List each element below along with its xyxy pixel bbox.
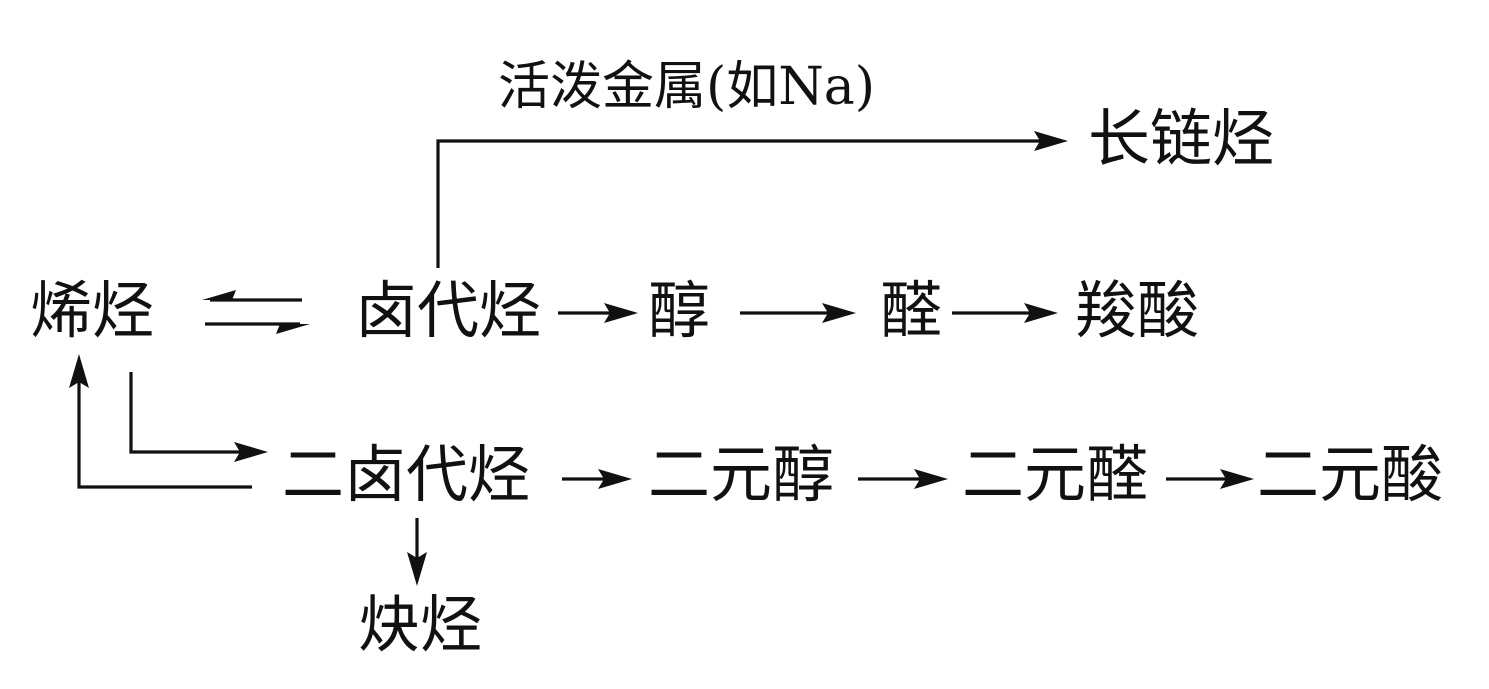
- node-long-chain-alkane: 长链烃: [1088, 102, 1274, 175]
- arrow-head-left: [202, 290, 236, 300]
- arrow-dialdehyde-to-diacid: [1166, 469, 1254, 489]
- label-active-metal: 活泼金属(如Na): [498, 57, 875, 117]
- arrow-head-right: [276, 324, 310, 334]
- arrow-dihaloalkane-to-diol: [562, 469, 632, 489]
- arrow-diol-to-dialdehyde: [858, 469, 948, 489]
- node-aldehyde: 醛: [880, 274, 942, 347]
- node-alcohol: 醇: [648, 274, 710, 347]
- node-diol: 二元醇: [648, 438, 834, 511]
- node-dialdehyde: 二元醛: [962, 438, 1148, 511]
- arrow-alcohol-to-aldehyde: [740, 303, 856, 323]
- node-diacid: 二元酸: [1257, 438, 1443, 511]
- arrow-alkene-to-dihaloalkane: [129, 372, 268, 462]
- arrow-haloalkane-to-alcohol: [558, 303, 638, 323]
- node-alkene: 烯烃: [30, 274, 154, 347]
- arrow-dihaloalkane-to-alkene: [69, 354, 252, 489]
- node-carboxylic-acid: 羧酸: [1075, 274, 1199, 347]
- arrow-aldehyde-to-carboxylic-acid: [952, 303, 1058, 323]
- arrow-dihaloalkane-to-alkyne: [407, 518, 427, 586]
- node-haloalkane: 卤代烃: [355, 274, 541, 347]
- reversible-arrow-alkene-haloalkane: [202, 290, 310, 334]
- arrow-haloalkane-to-long-chain-alkane: [436, 131, 1068, 268]
- node-alkyne: 炔烃: [358, 588, 482, 661]
- node-dihaloalkane: 二卤代烃: [282, 438, 530, 511]
